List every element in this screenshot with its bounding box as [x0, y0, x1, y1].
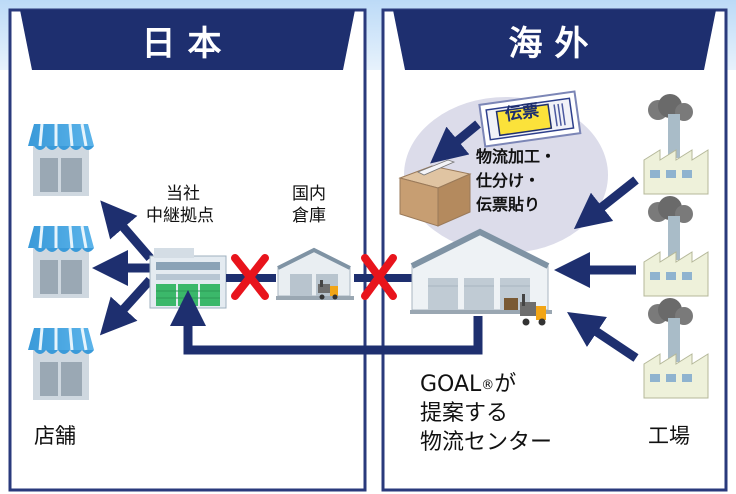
- goal-name: GOAL: [420, 372, 482, 397]
- cardboard-box-icon: [398, 159, 472, 227]
- blocked-cross-icon: [361, 254, 397, 300]
- delivery-arrows: [92, 200, 154, 336]
- relay-label-line1: 当社: [166, 184, 200, 204]
- forklift-icon: [504, 294, 546, 326]
- registered-mark: ®: [481, 378, 495, 393]
- factory-icon: [643, 94, 709, 195]
- overseas-title: 海外: [508, 24, 601, 64]
- process-label-line1: 物流加工・: [476, 147, 557, 166]
- blocked-cross-icon: [231, 254, 269, 300]
- factory-icon: [643, 196, 709, 297]
- slip-icon: [478, 90, 582, 148]
- slip-arrow: [430, 120, 481, 164]
- domestic-warehouse-icon: [276, 247, 354, 300]
- return-route-arrow: [170, 290, 483, 355]
- factory-icon: [643, 298, 709, 399]
- japan-header: [20, 10, 355, 70]
- relay-label-line2: 中継拠点: [146, 206, 214, 226]
- goal-label-line2: 提案する: [420, 401, 509, 426]
- factory-arrows: [554, 176, 639, 362]
- relay-base-building-icon: [149, 248, 227, 309]
- process-label-line3: 伝票貼り: [476, 195, 541, 214]
- overseas-header: [393, 10, 716, 70]
- forklift-icon: [318, 280, 338, 300]
- goal-label-line1: GOAL®が: [420, 372, 516, 398]
- store-icon: [28, 225, 94, 298]
- factories-label: 工場: [648, 424, 690, 448]
- process-label-line2: 仕分け・: [476, 171, 541, 190]
- store-icon: [28, 123, 94, 196]
- japan-title: 日本: [141, 24, 234, 64]
- store-icon: [28, 327, 94, 400]
- goal-label-line3: 物流センター: [420, 430, 553, 455]
- goal-suffix: が: [494, 372, 517, 397]
- domestic-label-line1: 国内: [292, 184, 326, 204]
- stores-label: 店舗: [34, 424, 76, 448]
- domestic-label-line2: 倉庫: [292, 206, 326, 226]
